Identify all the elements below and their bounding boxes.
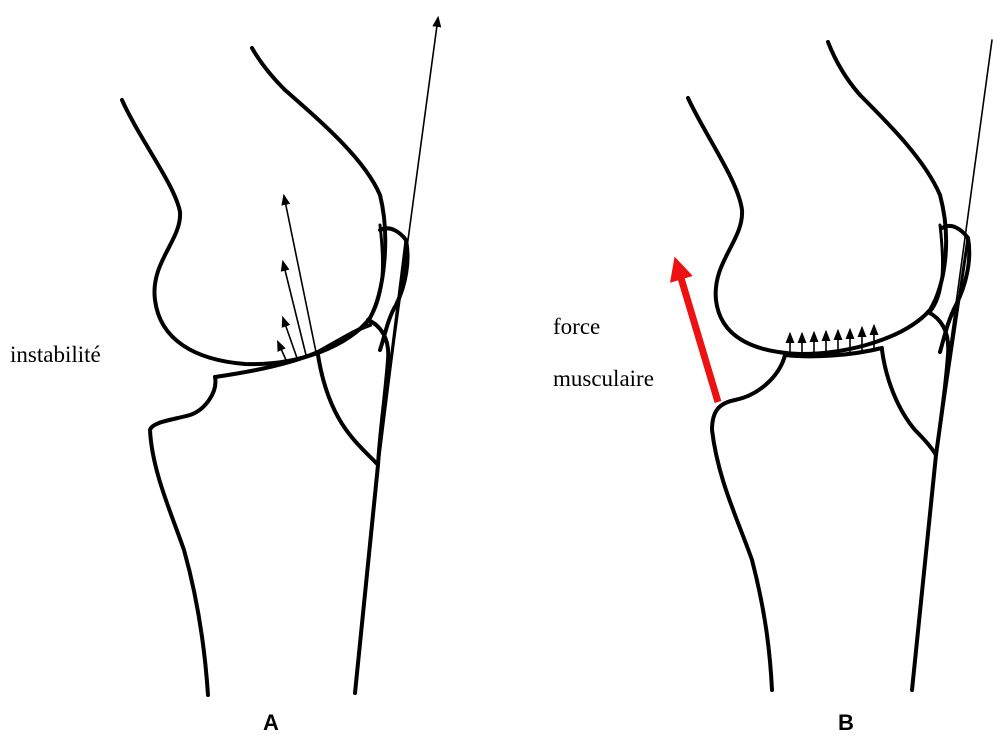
femur-b (688, 42, 946, 354)
tibial-plateau-a (215, 325, 370, 377)
annotation-force: force (553, 314, 600, 339)
panel-b: force musculaire B (553, 40, 992, 735)
tibia-front-a (318, 355, 378, 693)
tibia-a (150, 377, 215, 695)
force-arrow-a2 (283, 262, 306, 355)
panel-label-b: B (838, 710, 854, 735)
force-arrow-a3 (283, 318, 297, 358)
muscular-force-arrow (678, 268, 718, 402)
annotation-musculaire: musculaire (553, 366, 654, 391)
femur-a (122, 48, 385, 364)
condyle-contour-b (930, 225, 943, 312)
patella-lower-a (368, 320, 388, 465)
panel-label-a: A (263, 710, 279, 735)
annotation-instabilite: instabilité (10, 342, 101, 367)
tibia-front-b (882, 350, 936, 690)
panel-a: instabilité A (10, 18, 438, 735)
force-arrow-a4 (278, 342, 286, 360)
condyle-contour-a (370, 225, 383, 318)
tibia-b (712, 355, 785, 690)
